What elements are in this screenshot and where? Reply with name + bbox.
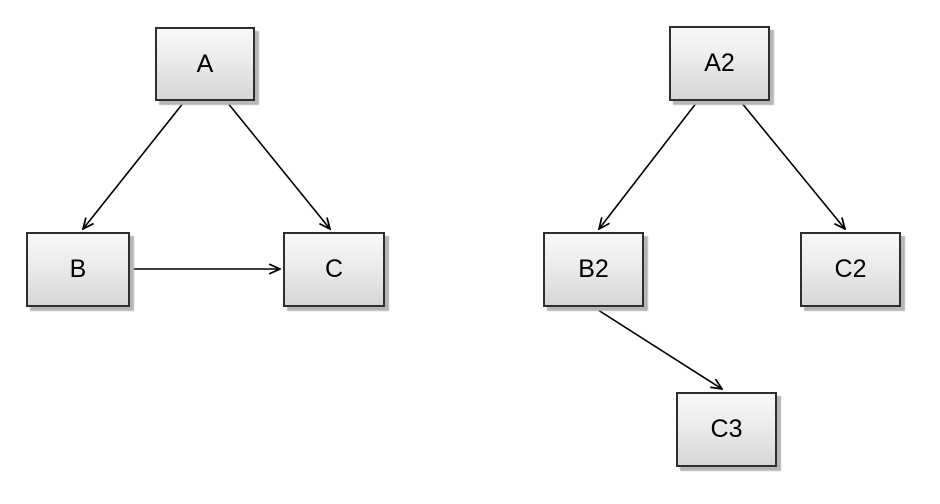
node-label: C3 — [710, 415, 743, 443]
diagram-node-A[interactable]: A — [155, 27, 255, 101]
node-label: C2 — [834, 255, 867, 283]
node-label: B2 — [578, 255, 609, 283]
node-label: B — [69, 255, 87, 283]
diagram-node-B[interactable]: B — [26, 232, 130, 307]
node-label: C — [324, 255, 344, 283]
diagram-node-B2[interactable]: B2 — [543, 232, 644, 307]
diagram-node-A2[interactable]: A2 — [669, 26, 770, 101]
node-label: A2 — [704, 49, 735, 77]
diagram-node-C[interactable]: C — [283, 232, 385, 307]
diagram-node-C2[interactable]: C2 — [800, 232, 901, 307]
node-label: A — [196, 49, 214, 78]
diagram-node-C3[interactable]: C3 — [676, 392, 777, 467]
